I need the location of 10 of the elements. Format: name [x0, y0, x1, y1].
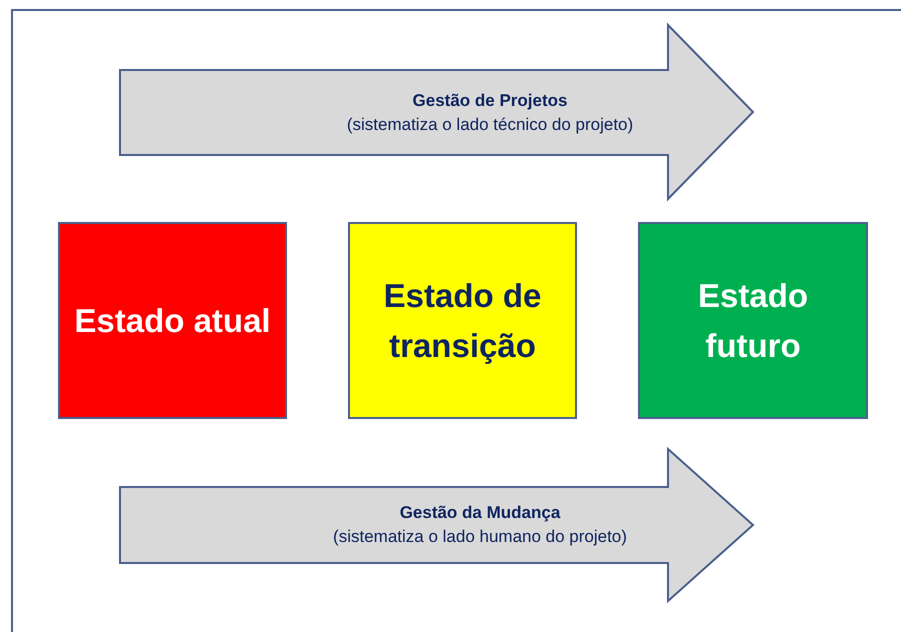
arrow-subtitle: (sistematiza o lado técnico do projeto)	[346, 114, 634, 136]
state-box	[58, 222, 287, 419]
arrow-subtitle: (sistematiza o lado humano do projeto)	[333, 526, 627, 548]
state-label: Estado atual	[73, 300, 272, 340]
arrow-title: Gestão de Projetos	[412, 90, 568, 112]
state-label: Estado futuro	[696, 276, 810, 366]
state-label: Estado de transição	[382, 276, 542, 366]
arrow-title: Gestão da Mudança	[400, 502, 560, 524]
state-box	[348, 222, 577, 419]
state-box	[638, 222, 868, 419]
